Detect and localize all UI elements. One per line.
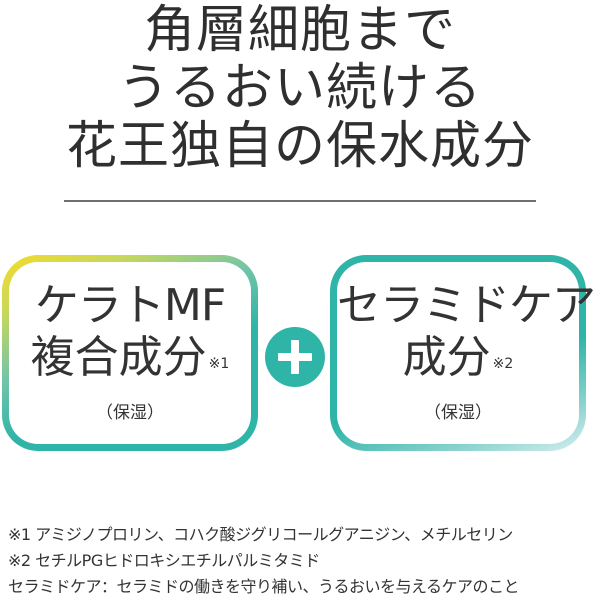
card-subtitle: （保湿） [424,403,492,423]
footnote-2: ※2 セチルPGヒドロキシエチルパルミタミド [8,551,320,570]
footnote-definition: セラミドケア：セラミドの働きを守り補い、うるおいを与えるケアのこと [8,577,520,596]
card-title-line2: 成分※2 [337,332,579,384]
headline: 角層細胞まで うるおい続ける 花王独自の保水成分 [0,2,600,176]
headline-line-3: 花王独自の保水成分 [65,117,534,176]
card-subtitle: （保湿） [96,403,164,423]
card-title-line2: 複合成分※1 [9,332,251,384]
footnote-mark: ※1 [208,356,230,372]
footnote-1: ※1 アミジノプロリン、コハク酸ジグリコールグアニジン、メチルセリン [8,525,513,544]
ingredient-card-ceramide-care: セラミドケア 成分※2 （保湿） [330,255,596,451]
divider [64,200,536,202]
ingredient-card-inner: セラミドケア 成分※2 （保湿） [337,262,596,444]
ingredient-card-inner: ケラトMF 複合成分※1 （保湿） [9,262,251,444]
footnotes: ※1 アミジノプロリン、コハク酸ジグリコールグアニジン、メチルセリン ※2 セチ… [8,522,598,600]
card-title-text: 複合成分 [30,332,207,383]
headline-line-2: うるおい続ける [117,59,482,118]
ingredient-card-keratomf: ケラトMF 複合成分※1 （保湿） [2,255,258,451]
card-title-text: 成分 [402,332,491,383]
footnote-mark: ※2 [492,356,514,372]
card-title-line1: ケラトMF [34,280,226,331]
plus-icon [265,327,325,387]
headline-line-1: 角層細胞まで [143,1,456,60]
card-title-line1: セラミドケア [337,280,596,331]
